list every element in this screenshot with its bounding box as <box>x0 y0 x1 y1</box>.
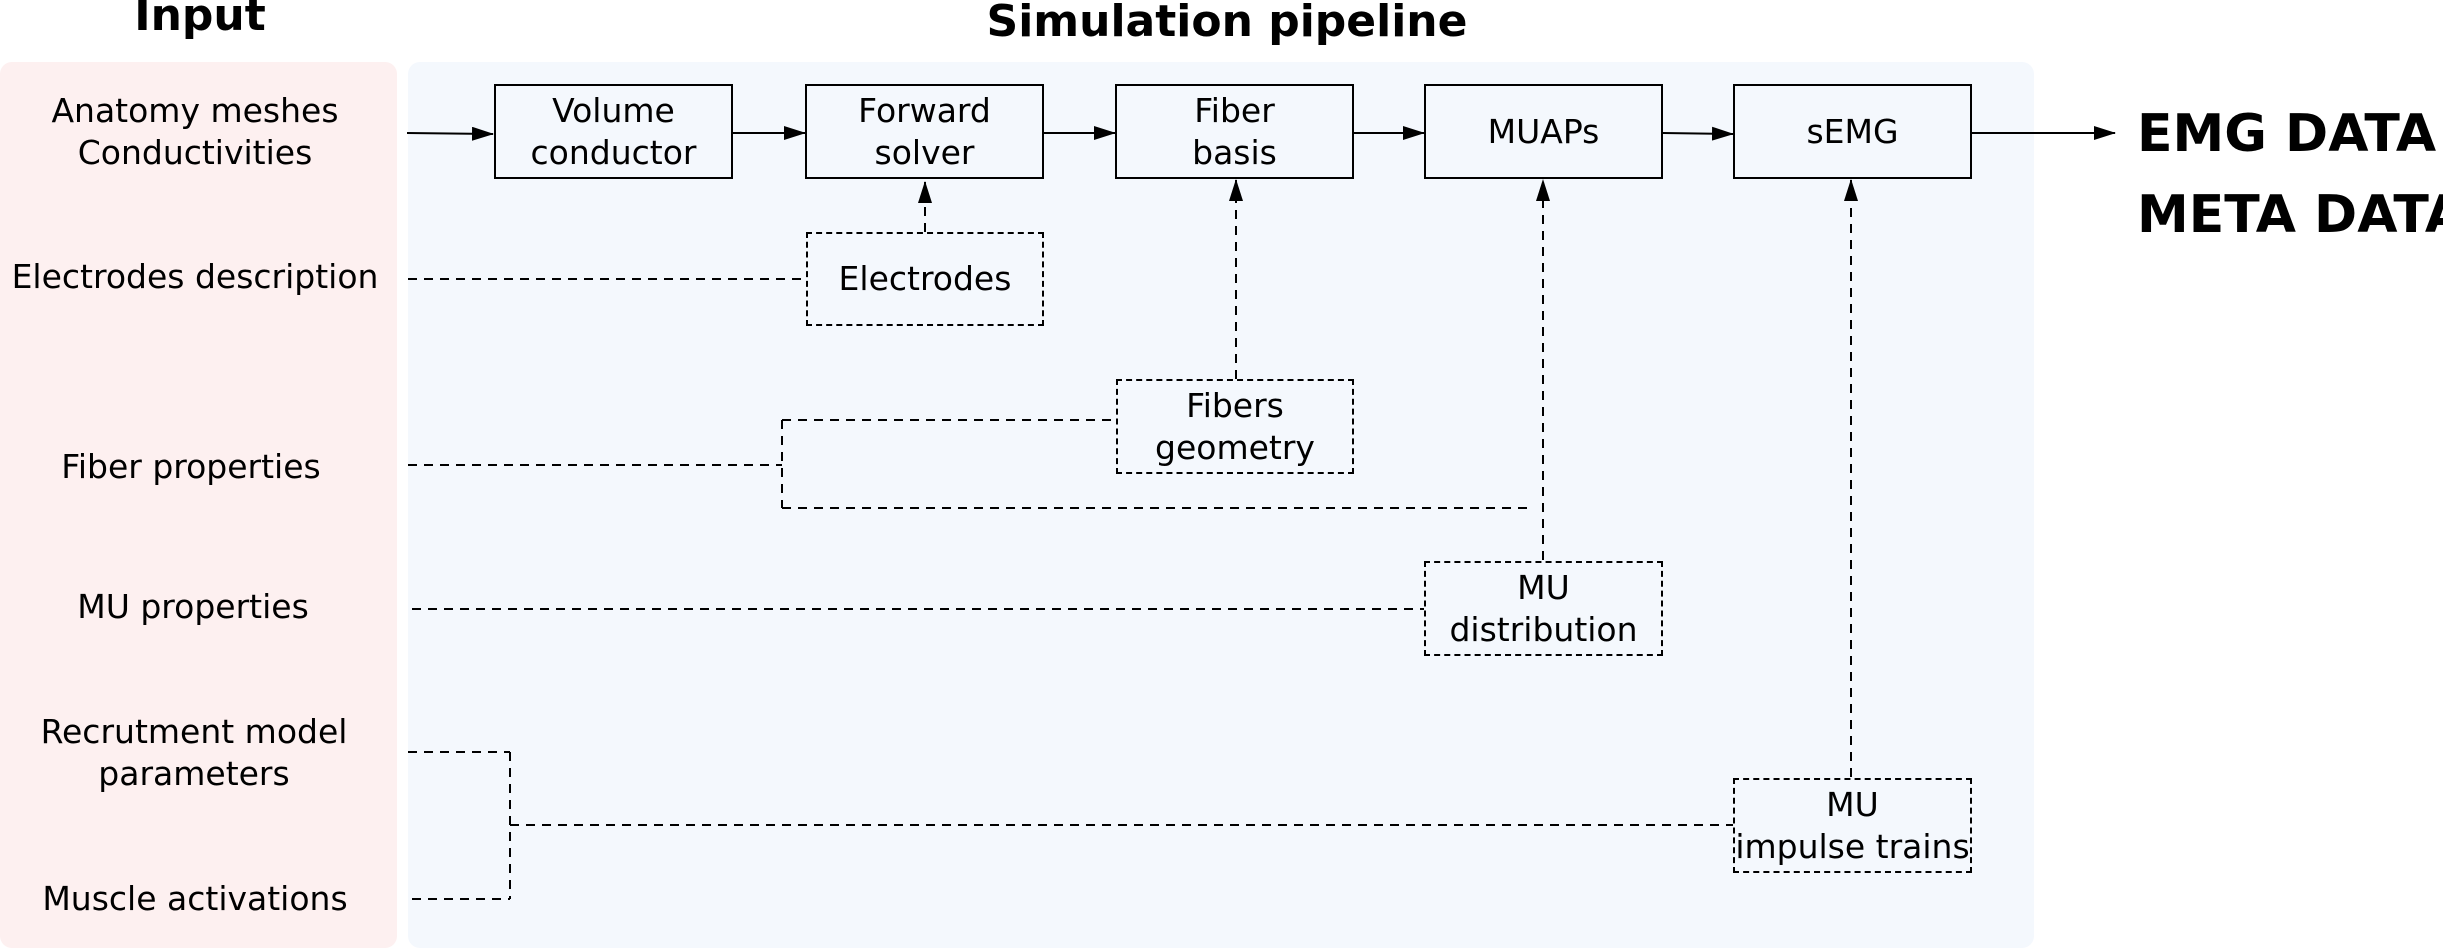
input-heading: Input <box>134 0 266 41</box>
input-anatomy-meshes: Anatomy meshes Conductivities <box>51 91 339 172</box>
muaps-box: MUAPs <box>1424 84 1663 179</box>
input-muscle-activations: Muscle activations <box>42 879 348 918</box>
volume-conductor-box: Volume conductor <box>494 84 733 179</box>
input-panel <box>0 62 397 948</box>
arrow-muaps-to-semg <box>1662 126 1734 141</box>
output-meta-data: META DATA <box>2137 185 2443 245</box>
fibers-geometry-box: Fibers geometry <box>1116 379 1354 474</box>
pipeline-heading: Simulation pipeline <box>986 0 1468 47</box>
forward-solver-box: Forward solver <box>805 84 1044 179</box>
electrodes-box: Electrodes <box>806 232 1044 326</box>
mu-impulse-trains-box: MU impulse trains <box>1733 778 1972 873</box>
input-mu-properties: MU properties <box>77 587 309 626</box>
output-emg-data: EMG DATA <box>2137 104 2437 164</box>
input-electrodes-description: Electrodes description <box>11 257 379 296</box>
mu-distribution-box: MU distribution <box>1424 561 1663 656</box>
fiber-basis-box: Fiber basis <box>1115 84 1354 179</box>
input-fiber-properties: Fiber properties <box>61 447 321 486</box>
semg-box: sEMG <box>1733 84 1972 179</box>
input-recruitment-parameters: Recrutment model parameters <box>40 712 348 793</box>
arrow-input-to-volume-conductor <box>406 126 494 141</box>
